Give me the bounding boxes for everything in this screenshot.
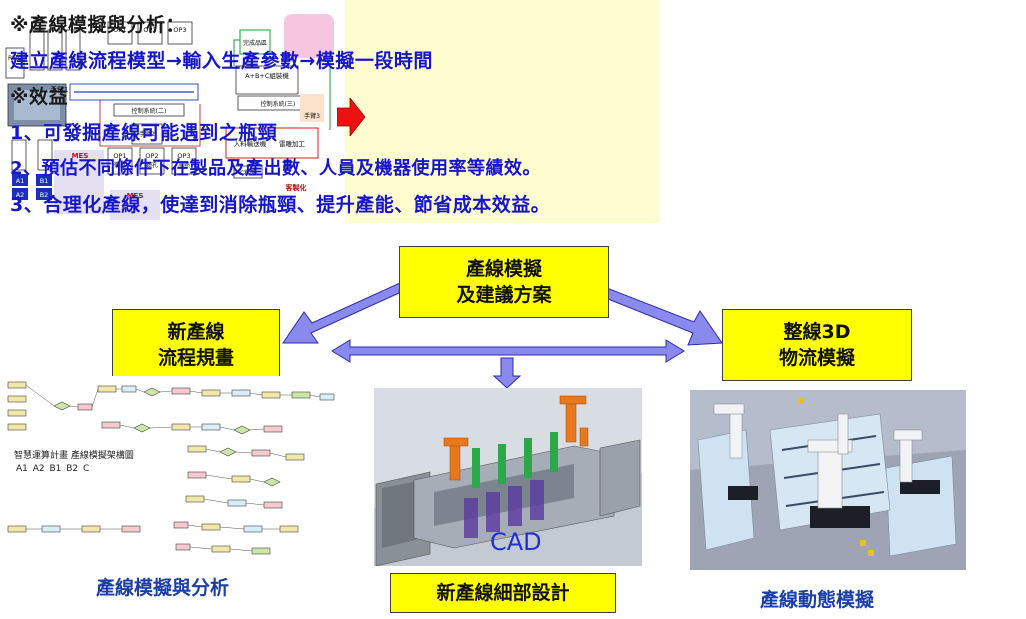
svg-text:完成品區: 完成品區 [243, 39, 267, 47]
caption-dynamic-simulation: 產線動態模擬 [760, 589, 875, 611]
simulation-proposal-box: 產線模擬 及建議方案 [399, 246, 609, 318]
svg-text:A1: A1 [16, 177, 25, 185]
benefit-item-3: 3、合理化產線，使達到消除瓶頸、提升產能、節省成本效益。 [10, 194, 551, 216]
new-line-planning-box: 新產線 流程規畫 [112, 309, 280, 381]
cad-model-image [374, 388, 642, 566]
box-line: 新產線 [167, 321, 225, 343]
cad-label: CAD [490, 528, 542, 556]
svg-text:手臂2: 手臂2 [139, 130, 155, 138]
caption-simulation-analysis: 產線模擬與分析 [96, 577, 230, 599]
svg-text:控制系統(二): 控制系統(二) [132, 107, 167, 115]
flowchart-codes: A1 A2 B1 B2 C [16, 464, 90, 474]
svg-text:B2: B2 [40, 191, 49, 199]
svg-text:OP3: OP3 [173, 26, 186, 34]
svg-text:A2: A2 [16, 191, 25, 199]
box-line: 整線3D [783, 321, 851, 343]
svg-text:C料盤: C料盤 [240, 169, 256, 177]
svg-text:OP1: OP1 [113, 152, 126, 160]
arrow-center-left [282, 282, 401, 344]
svg-text:雷雕加工: 雷雕加工 [279, 139, 306, 148]
benefit-item-1: 1、可發掘產線可能遇到之瓶頸 [10, 122, 278, 144]
process-steps: 建立產線流程模型→輸入生產參數→模擬一段時間 [10, 50, 433, 72]
hand1-label: 手臂1 [50, 85, 68, 94]
svg-text:OP3: OP3 [177, 152, 190, 160]
heading-simulation: ※產線模擬與分析： [10, 14, 185, 36]
svg-text:鑽孔: 鑽孔 [146, 161, 158, 169]
arrow-down-cad [492, 357, 522, 389]
svg-text:入料輸送機: 入料輸送機 [234, 139, 267, 148]
svg-text:OP2: OP2 [145, 152, 158, 160]
line-3d-simulation-image [690, 390, 966, 570]
svg-text:衝壓: 衝壓 [114, 161, 126, 169]
svg-text:控制系統(三): 控制系統(三) [261, 100, 296, 108]
detail-design-box: 新產線細部設計 [390, 573, 616, 613]
svg-text:B1: B1 [40, 177, 49, 185]
svg-text:MES: MES [72, 152, 89, 160]
svg-text:OP1: OP1 [113, 26, 126, 34]
svg-text:OP2: OP2 [143, 26, 156, 34]
logistics-3d-box: 整線3D 物流模擬 [722, 309, 912, 381]
svg-text:客製化: 客製化 [285, 183, 307, 192]
svg-text:加熱: 加熱 [178, 161, 190, 169]
red-right-arrow-icon [337, 98, 365, 136]
box-line: 流程規畫 [157, 347, 234, 369]
flowchart-title: 智慧運算計畫 產線模擬架構圖 [14, 451, 134, 461]
box-line: 物流模擬 [778, 347, 855, 369]
heading-benefits: ※效益 [10, 86, 68, 108]
box-line: 產線模擬 [465, 258, 542, 280]
svg-text:MES: MES [127, 192, 144, 200]
simulation-flowchart [2, 376, 342, 566]
box-line: 及建議方案 [456, 284, 552, 306]
benefit-item-2: 2、預估不同條件下在製品及產出數、人員及機器使用率等績效。 [10, 158, 542, 179]
svg-text:A+B+C組裝機: A+B+C組裝機 [245, 71, 289, 80]
arrow-left-right [331, 339, 685, 363]
svg-text:手臂3: 手臂3 [304, 112, 320, 120]
box-line: 新產線細部設計 [436, 582, 570, 604]
production-line-diagram: RFID 手臂1 A1 A2 B1 B2 MES OP1 OP2 OP3 控制系… [0, 0, 345, 225]
rfid-label: RFID [8, 55, 22, 62]
arrow-center-right [592, 282, 723, 346]
